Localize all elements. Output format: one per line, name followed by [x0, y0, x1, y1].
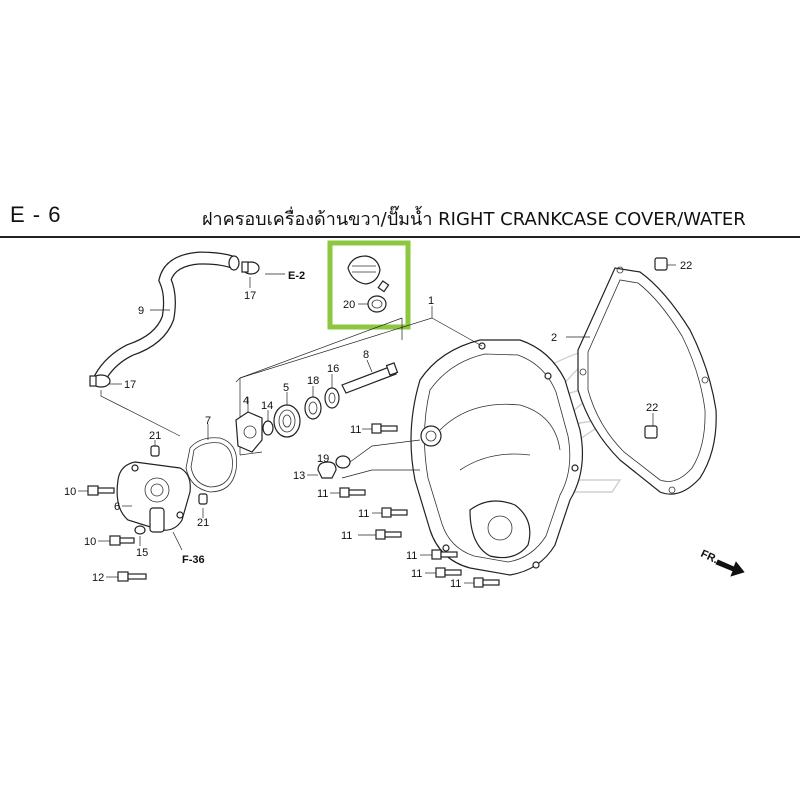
leader-lines — [78, 264, 676, 584]
callout-4: 4 — [243, 395, 249, 407]
callout-16: 16 — [327, 363, 339, 375]
callout-8: 8 — [363, 349, 369, 361]
callout-11-d: 11 — [341, 530, 352, 542]
callout-7: 7 — [205, 415, 211, 427]
callout-19: 19 — [317, 453, 329, 465]
callout-14: 14 — [261, 400, 273, 412]
bolt-part-11-c[interactable] — [381, 507, 408, 518]
callout-11-c: 11 — [358, 508, 369, 520]
cover-gasket-part-2[interactable] — [577, 266, 717, 495]
callout-1: 1 — [428, 295, 434, 307]
page-header: E - 6 ฝาครอบเครื่องด้านขวา/ปั๊มน้ำ RIGHT… — [0, 196, 800, 236]
reference-e2[interactable]: E-2 — [288, 270, 305, 282]
callout-17-a: 17 — [244, 290, 256, 302]
callout-9: 9 — [138, 305, 144, 317]
pump-gasket-part-7[interactable] — [185, 437, 238, 493]
callout-11-g: 11 — [450, 578, 461, 590]
reference-f36[interactable]: F-36 — [182, 554, 205, 566]
front-arrow-icon — [715, 559, 745, 577]
drain-plug-part-13[interactable] — [317, 461, 337, 479]
callout-11-a: 11 — [350, 424, 361, 436]
callout-6: 6 — [114, 501, 120, 513]
highlight-box — [327, 240, 411, 330]
right-crankcase-cover-part-1[interactable] — [410, 339, 584, 576]
page-title: ฝาครอบเครื่องด้านขวา/ปั๊มน้ำ RIGHT CRANK… — [202, 209, 746, 230]
bolt-part-11-g[interactable] — [473, 577, 500, 588]
callout-10-a: 10 — [64, 486, 76, 498]
dowel-pin-part-22-b[interactable] — [644, 425, 658, 439]
bolt-part-12[interactable] — [117, 571, 147, 582]
callout-21-b: 21 — [197, 517, 209, 529]
oring-part-15[interactable] — [134, 525, 146, 535]
pump-shaft-part-8[interactable] — [341, 362, 399, 394]
callout-5: 5 — [283, 382, 289, 394]
dowel-pin-part-21-a[interactable] — [150, 445, 160, 457]
bolt-part-10-a[interactable] — [87, 485, 115, 496]
mechanical-seal-part-5[interactable] — [273, 404, 301, 438]
dowel-pin-part-21-b[interactable] — [198, 493, 208, 505]
oring-part-19[interactable] — [335, 455, 351, 469]
callout-2: 2 — [551, 332, 557, 344]
callout-15: 15 — [136, 547, 148, 559]
oring-part-20[interactable] — [367, 295, 387, 313]
water-pump-cover-part-6[interactable] — [116, 461, 191, 533]
callout-21-a: 21 — [149, 430, 161, 442]
water-hose-part-9[interactable] — [93, 251, 240, 385]
bolt-part-11-b[interactable] — [339, 487, 366, 498]
oil-filler-cap-part-3[interactable] — [347, 255, 390, 293]
bearing-part-16[interactable] — [324, 387, 340, 409]
callout-10-b: 10 — [84, 536, 96, 548]
seal-part-18[interactable] — [304, 396, 322, 420]
callout-17-b: 17 — [124, 379, 136, 391]
hose-clamp-bottom-part-17[interactable] — [89, 374, 111, 388]
exploded-group-outline — [235, 317, 403, 456]
front-direction-indicator: FR. — [699, 548, 745, 577]
hose-clamp-top-part-17[interactable] — [241, 261, 260, 275]
callout-13: 13 — [293, 470, 305, 482]
callout-11-e: 11 — [406, 550, 417, 562]
callout-20: 20 — [343, 299, 355, 311]
callout-11-f: 11 — [411, 568, 422, 580]
dowel-pin-part-22-a[interactable] — [654, 257, 668, 271]
bolt-part-11-f[interactable] — [435, 567, 462, 578]
callout-22-a: 22 — [680, 260, 692, 272]
callout-12: 12 — [92, 572, 104, 584]
callout-11-b: 11 — [317, 488, 328, 500]
callout-18: 18 — [307, 375, 319, 387]
callout-labels: 1 2 4 5 6 7 8 9 10 10 11 11 11 11 11 11 … — [64, 260, 692, 590]
impeller-part-4[interactable] — [235, 411, 263, 453]
section-code: E - 6 — [10, 202, 62, 227]
bolt-part-11-e[interactable] — [431, 549, 458, 560]
callout-22-b: 22 — [646, 402, 658, 414]
bolt-part-11-a[interactable] — [371, 423, 398, 434]
washer-part-14[interactable] — [262, 420, 274, 436]
bolt-part-10-b[interactable] — [109, 535, 135, 546]
bolt-part-11-d[interactable] — [375, 529, 402, 540]
header-divider — [0, 236, 800, 238]
